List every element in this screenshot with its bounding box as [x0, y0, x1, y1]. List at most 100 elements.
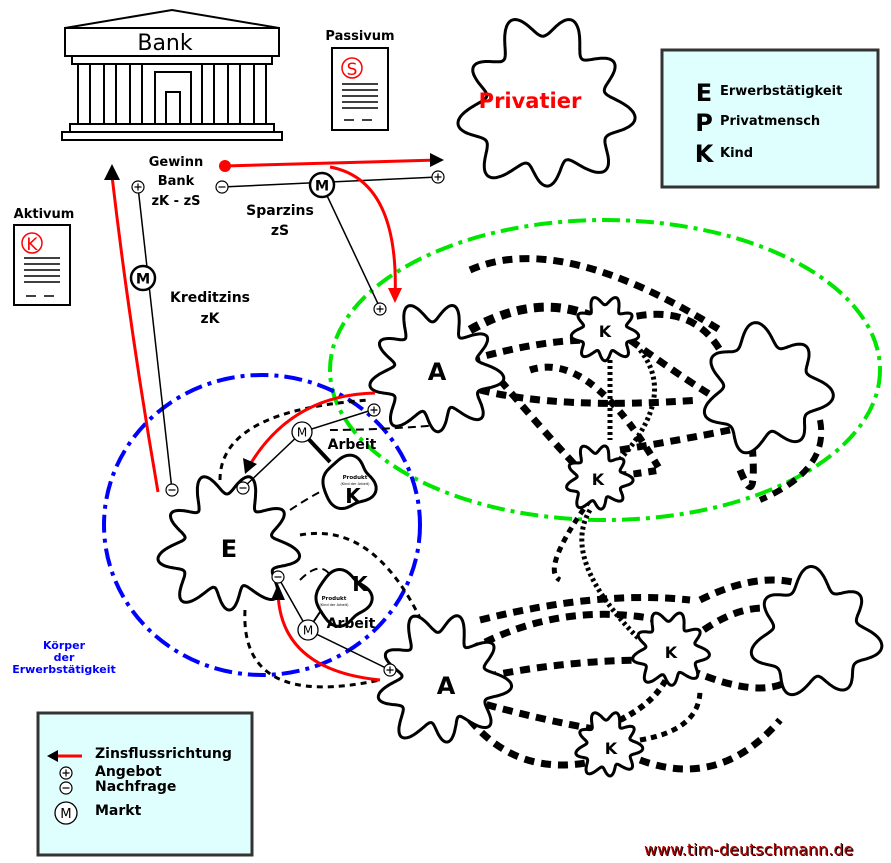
network-link [468, 610, 661, 654]
e-blob [156, 475, 302, 612]
green-region [328, 218, 882, 522]
legend-e-letter: E [696, 79, 712, 107]
legend-zinsfluss: Zinsflussrichtung [95, 746, 232, 762]
node-e: E [221, 535, 237, 563]
market-symbol: M [60, 807, 71, 822]
network-link [468, 255, 722, 333]
k-blob-4 [574, 711, 645, 778]
aktivum-label: Aktivum [14, 207, 75, 222]
plus-icon [367, 403, 381, 417]
passivum-symbol: S [347, 60, 358, 80]
network-link [627, 337, 722, 404]
koerper-label-3: Erwerbstätigkeit [12, 663, 116, 676]
market-symbol: M [315, 178, 329, 194]
network-link [758, 419, 825, 503]
symbol-legend-box [36, 711, 254, 857]
gewinn-label: Gewinn [149, 155, 203, 170]
sparzins-label: Sparzins [246, 203, 314, 219]
market-icon: M [297, 619, 319, 641]
legend-plus-icon [59, 766, 73, 780]
market-symbol: M [136, 271, 150, 287]
network-links [218, 255, 833, 773]
privatier-label: Privatier [479, 89, 582, 113]
market-icon: M [291, 421, 313, 443]
k-blob-2 [565, 444, 635, 511]
bank-label: Bank [137, 31, 193, 56]
node-k-4: K [605, 739, 618, 758]
minus-icon [215, 180, 229, 194]
flow-lines [104, 153, 444, 682]
network-link [639, 689, 703, 743]
network-link [528, 363, 666, 479]
minus-icon [271, 570, 285, 584]
legend-minus-icon [59, 781, 73, 795]
market-symbol: M [303, 624, 313, 638]
network-link [688, 666, 792, 692]
network-link [638, 717, 783, 773]
legend-e-label: Erwerbstätigkeit [720, 84, 842, 99]
produkt-bottom-k: K [352, 572, 369, 596]
passivum-label: Passivum [325, 29, 394, 44]
node-k-2: K [592, 470, 605, 489]
bank-building [61, 8, 283, 141]
node-k-1: K [599, 322, 612, 341]
market-icon: M [308, 171, 336, 199]
aktivum-document-icon [13, 224, 71, 306]
blobs [156, 17, 884, 778]
footer-url[interactable]: www.tim-deutschmann.de [644, 840, 853, 859]
produkt-top-sub: (Kind der Arbeit) [340, 482, 370, 486]
legend-arrowhead-icon [47, 750, 58, 762]
arbeit-label-top: Arbeit [328, 437, 377, 453]
produkt-top-blob [321, 453, 378, 510]
a-bottom-blob [376, 614, 514, 744]
passivum-document-icon [331, 47, 389, 131]
market-icon: M [129, 264, 157, 292]
aktivum-symbol: K [26, 235, 38, 255]
produkt-top-k: K [345, 484, 362, 508]
sparzins-symbol: zS [271, 223, 289, 239]
produkt-bottom-sub: (Kind der Arbeit) [319, 603, 349, 607]
network-link [479, 386, 701, 407]
k-blob-1 [569, 296, 641, 363]
network-link [467, 717, 601, 769]
privatier-blob [456, 17, 637, 188]
legend-markt: Markt [95, 803, 142, 819]
legend-k-letter: K [695, 140, 715, 168]
arbeit-label-bottom: Arbeit [327, 616, 376, 632]
produkt-bottom-label: Produkt [322, 596, 347, 602]
legend-nachfrage: Nachfrage [95, 779, 176, 795]
node-a-bottom: A [437, 672, 456, 700]
market-symbol: M [297, 426, 307, 440]
gewinn-bank-label: Bank [158, 174, 195, 189]
network-link [469, 696, 601, 734]
network-link [608, 348, 657, 472]
plus-icon [431, 170, 445, 184]
blue-region [102, 373, 422, 677]
minus-icon [236, 481, 250, 495]
epk-legend-box [660, 48, 880, 189]
node-k-3: K [665, 643, 678, 662]
gewinn-formula: zK - zS [151, 194, 200, 209]
legend-angebot: Angebot [95, 764, 162, 780]
koerper-label-1: Körper [43, 639, 86, 652]
network-link [329, 424, 441, 431]
signs-and-markets: M M M M M [54, 170, 445, 825]
a-top-blob [368, 303, 506, 434]
right-top-blob [702, 321, 835, 455]
produkt-top-label: Produkt [343, 475, 368, 481]
network-link [479, 594, 691, 624]
legend-k-label: Kind [720, 146, 753, 161]
node-a-top: A [428, 358, 447, 386]
kreditzins-label: Kreditzins [170, 290, 250, 306]
network-link [299, 531, 432, 641]
legend-p-letter: P [695, 109, 713, 137]
network-link [619, 426, 731, 454]
network-link [218, 398, 371, 481]
kreditzins-symbol: zK [201, 311, 221, 327]
koerper-label-2: der [54, 651, 75, 664]
network-link [551, 498, 593, 583]
network-link [579, 508, 642, 642]
network-link [497, 377, 583, 473]
